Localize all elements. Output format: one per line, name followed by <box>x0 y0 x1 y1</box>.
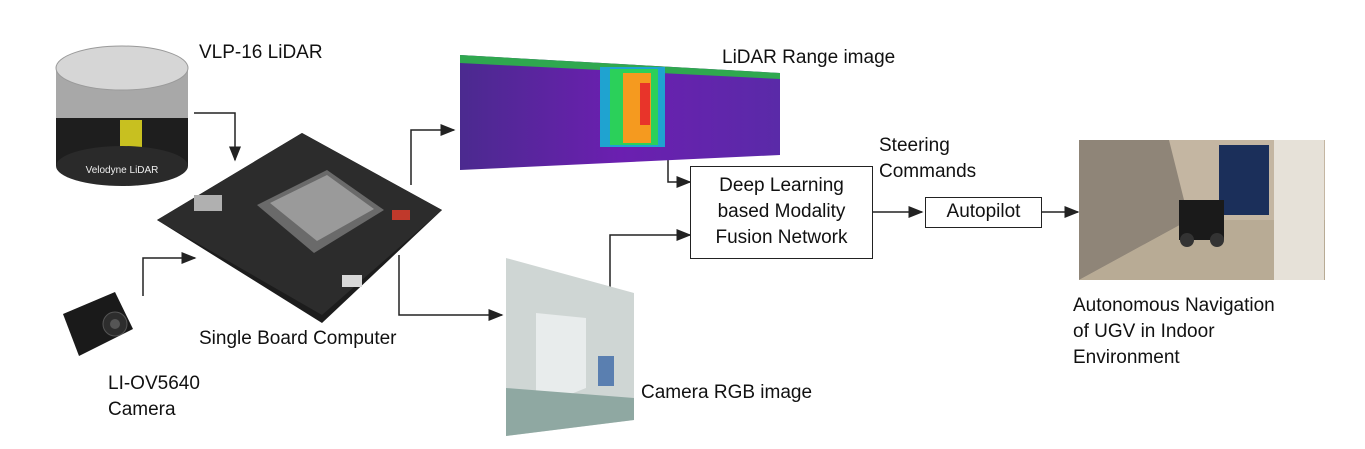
arrow-rgb-to-fusion <box>609 229 692 290</box>
lidar-brand-text: Velodyne LiDAR <box>86 165 159 176</box>
ugv-label: Autonomous Navigation of UGV in Indoor E… <box>1073 295 1275 368</box>
arrow-range-to-fusion <box>667 150 692 188</box>
ugv-photo <box>1079 140 1325 280</box>
single-board-computer-image <box>157 133 442 323</box>
lidar-range-image <box>460 55 780 170</box>
lidar-sensor-label: VLP-16 LiDAR <box>199 42 323 63</box>
fusion-network-box: Deep Learning based Modality Fusion Netw… <box>690 166 873 259</box>
range-image-label: LiDAR Range image <box>722 47 896 68</box>
camera-label: LI-OV5640 Camera <box>108 373 200 420</box>
rgb-image-label: Camera RGB image <box>641 382 813 403</box>
arrow-board-to-range <box>410 124 456 185</box>
steering-commands-label: Steering Commands <box>879 135 977 182</box>
arrow-lidar-to-board <box>194 112 241 162</box>
arrow-camera-to-board <box>142 252 197 296</box>
camera-rgb-image <box>506 258 634 436</box>
arrow-board-to-rgb <box>398 255 504 321</box>
autopilot-box: Autopilot <box>925 197 1042 228</box>
camera-module-image <box>63 292 133 356</box>
board-label: Single Board Computer <box>199 328 397 349</box>
lidar-sensor-image: Velodyne LiDAR <box>55 45 189 186</box>
